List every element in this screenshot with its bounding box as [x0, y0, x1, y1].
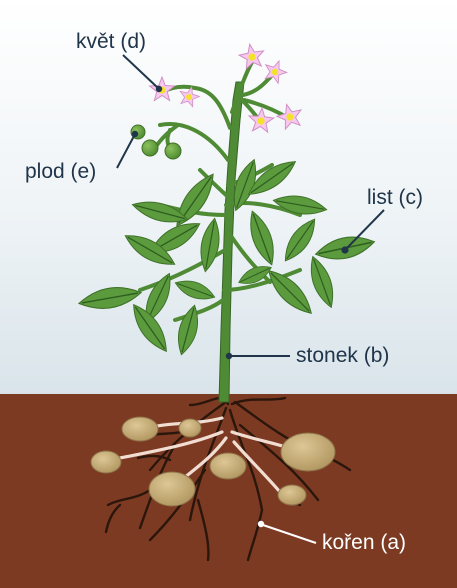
root-label: kořen (a): [322, 531, 406, 555]
fruit-label: plod (e): [25, 160, 96, 184]
flower-label: květ (d): [76, 30, 146, 54]
tuber: [210, 453, 246, 479]
fruit: [165, 143, 181, 159]
tuber: [179, 419, 201, 437]
fruit: [142, 140, 158, 156]
tuber: [281, 433, 335, 471]
stem-label: stonek (b): [296, 344, 389, 368]
tuber: [91, 451, 121, 473]
soil-background: [0, 394, 457, 588]
tuber: [149, 472, 195, 506]
leaf-pointer-dot: [341, 246, 348, 253]
stem-pointer-dot: [226, 353, 232, 359]
tuber: [278, 485, 306, 505]
fruit-pointer-dot: [132, 131, 138, 137]
tuber: [122, 417, 158, 441]
flower-pointer-dot: [156, 86, 162, 92]
root-pointer-dot: [258, 521, 264, 527]
leaf-label: list (c): [367, 186, 423, 210]
